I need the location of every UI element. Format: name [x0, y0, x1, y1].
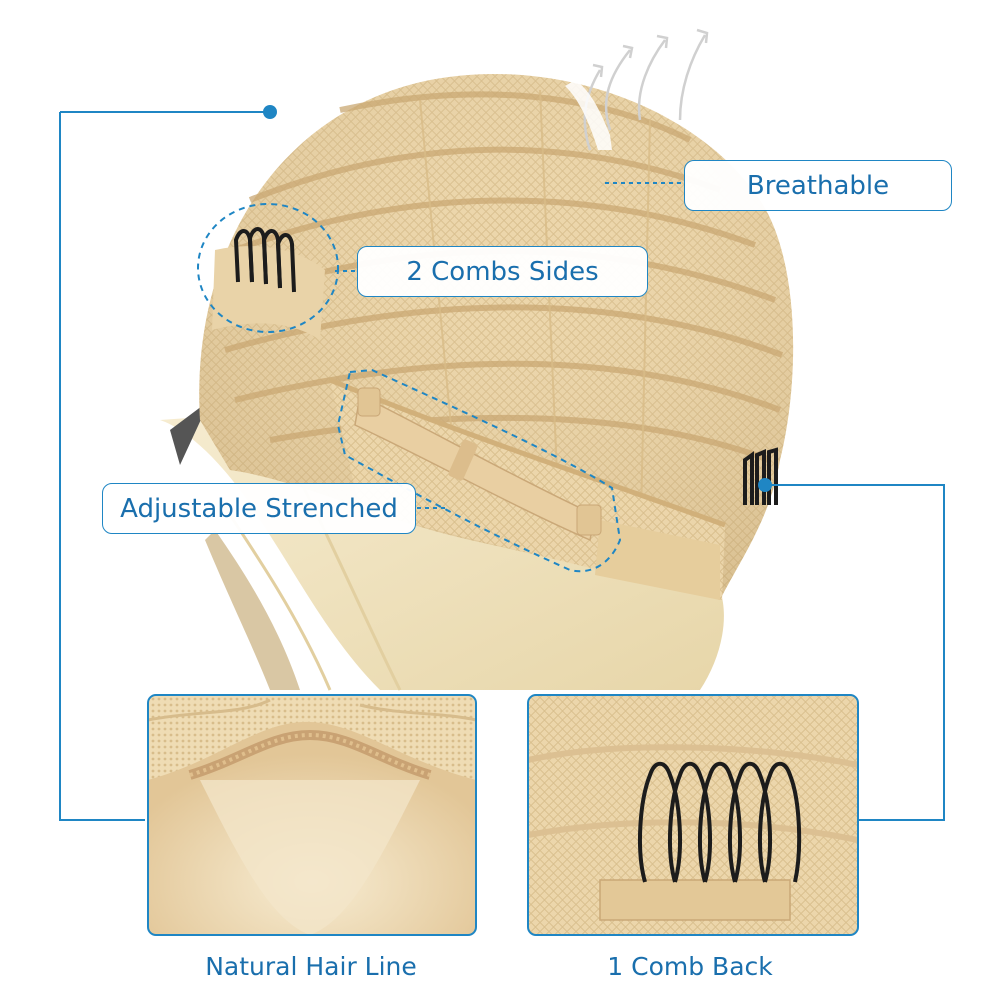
- combs-sides-callout: 2 Combs Sides: [357, 246, 648, 297]
- inset-comb-back: [528, 695, 858, 935]
- comb-icon: [233, 227, 296, 293]
- comb-back-label: 1 Comb Back: [607, 952, 773, 981]
- natural-hairline-label: Natural Hair Line: [205, 952, 417, 981]
- comb-icon: [638, 761, 802, 883]
- combs-highlight: [197, 203, 339, 333]
- adjustable-strap: [354, 393, 596, 542]
- strap-highlight: [336, 368, 622, 573]
- airflow-arrows-icon: [583, 28, 709, 151]
- inset-hairline: [148, 695, 476, 935]
- breathable-callout: Breathable: [684, 160, 952, 211]
- adjustable-callout: Adjustable Strenched: [102, 483, 416, 534]
